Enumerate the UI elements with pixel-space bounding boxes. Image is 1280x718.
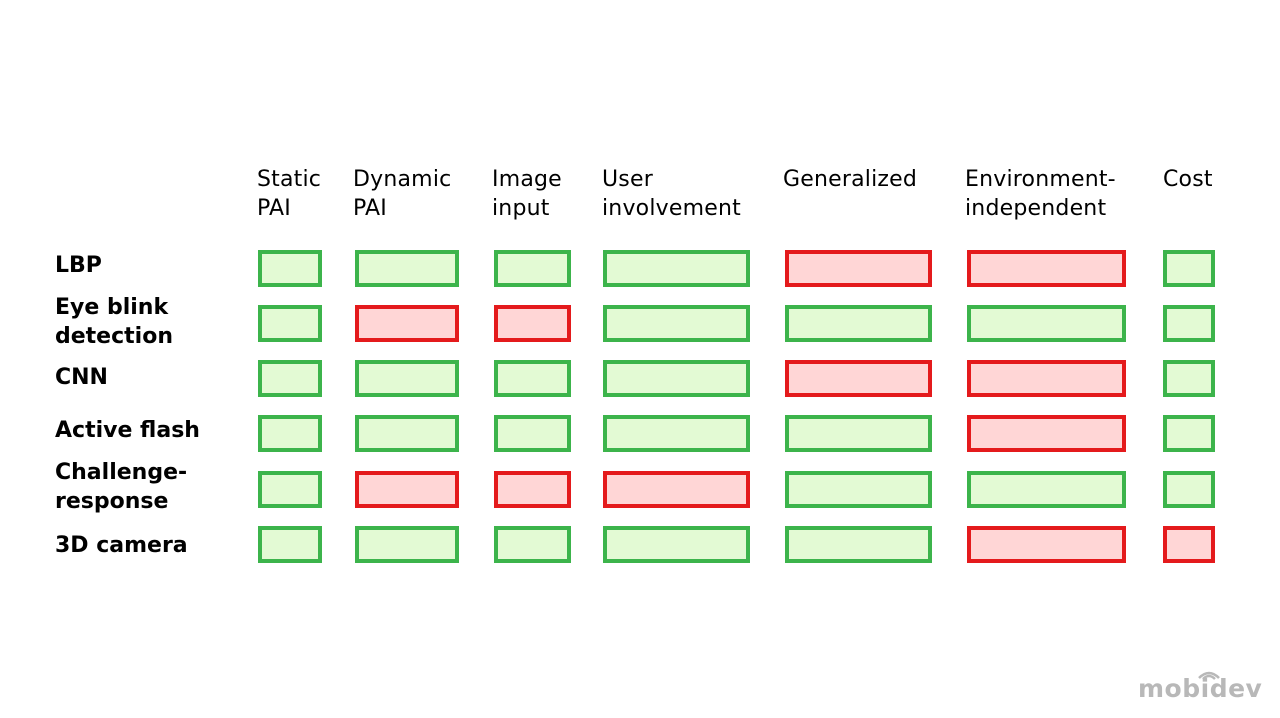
cell-unsupported (967, 360, 1126, 397)
cell-supported (355, 360, 459, 397)
cell-supported (258, 471, 322, 508)
cell-supported (1163, 305, 1215, 342)
cell-supported (494, 415, 571, 452)
cell-supported (603, 526, 750, 563)
cell-supported (603, 305, 750, 342)
mobidev-logo: mobidev (1138, 668, 1262, 704)
cell-supported (785, 305, 932, 342)
cell-supported (258, 526, 322, 563)
row-label: CNN (55, 364, 108, 390)
column-header: Image input (492, 167, 562, 221)
row-label: Challenge- response (55, 460, 188, 514)
cell-unsupported (355, 471, 459, 508)
cell-supported (494, 250, 571, 287)
cell-supported (494, 526, 571, 563)
column-header: Environment- independent (965, 167, 1116, 221)
cell-supported (603, 415, 750, 452)
cell-unsupported (785, 250, 932, 287)
cell-unsupported (785, 360, 932, 397)
row-label: Eye blink detection (55, 295, 173, 349)
cell-supported (1163, 415, 1215, 452)
cell-unsupported (967, 250, 1126, 287)
cell-supported (785, 471, 932, 508)
cell-supported (355, 415, 459, 452)
cell-supported (494, 360, 571, 397)
cell-unsupported (603, 471, 750, 508)
cell-supported (967, 305, 1126, 342)
cell-unsupported (494, 305, 571, 342)
row-label: Active flash (55, 417, 200, 443)
cell-supported (785, 415, 932, 452)
column-header: Cost (1163, 167, 1213, 192)
row-label: 3D camera (55, 532, 188, 558)
cell-supported (603, 360, 750, 397)
cell-supported (258, 415, 322, 452)
column-header: User involvement (602, 167, 741, 221)
cell-supported (258, 360, 322, 397)
column-header: Static PAI (257, 167, 322, 221)
cell-unsupported (355, 305, 459, 342)
cell-supported (967, 471, 1126, 508)
cell-supported (355, 526, 459, 563)
column-header: Generalized (783, 167, 918, 192)
cell-supported (1163, 250, 1215, 287)
cell-supported (1163, 471, 1215, 508)
cell-supported (355, 250, 459, 287)
cell-unsupported (967, 415, 1126, 452)
cell-supported (258, 250, 322, 287)
cell-supported (603, 250, 750, 287)
cell-unsupported (1163, 526, 1215, 563)
cell-supported (1163, 360, 1215, 397)
cell-supported (258, 305, 322, 342)
column-header: Dynamic PAI (353, 167, 452, 221)
cell-supported (785, 526, 932, 563)
cell-unsupported (967, 526, 1126, 563)
cell-unsupported (494, 471, 571, 508)
wifi-signal-icon (1198, 671, 1220, 680)
row-label: LBP (55, 252, 102, 278)
